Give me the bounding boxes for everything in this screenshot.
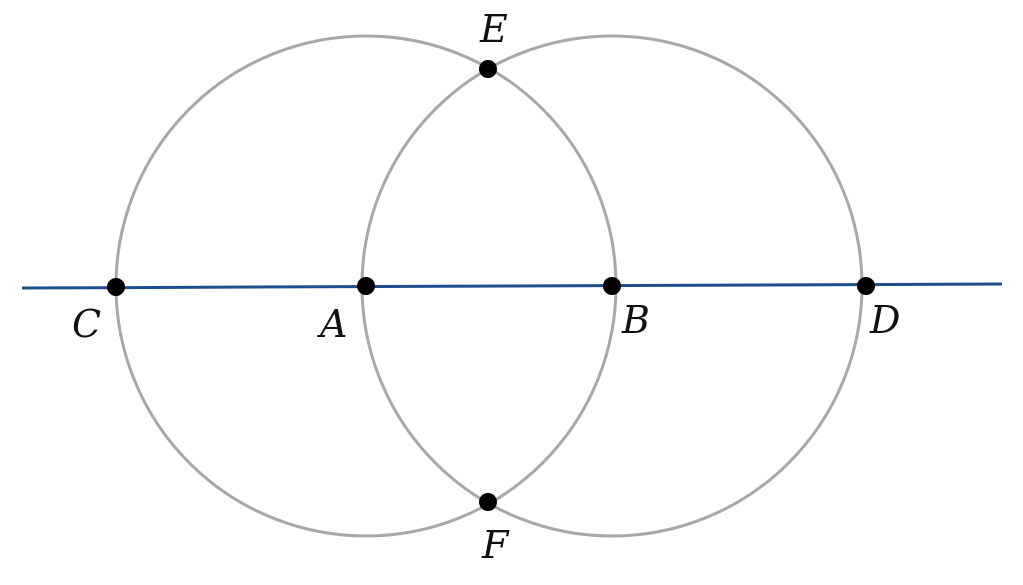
point-e (479, 60, 497, 78)
label-f: F (481, 523, 510, 567)
point-c (107, 278, 125, 296)
label-e: E (479, 7, 508, 51)
label-a: A (317, 302, 347, 346)
point-f (479, 493, 497, 511)
line-cd (21, 282, 1003, 290)
point-a (357, 277, 375, 295)
label-b: B (621, 298, 650, 342)
label-d: D (869, 298, 900, 342)
point-b (603, 277, 621, 295)
point-d (857, 277, 875, 295)
label-c: C (72, 302, 101, 346)
